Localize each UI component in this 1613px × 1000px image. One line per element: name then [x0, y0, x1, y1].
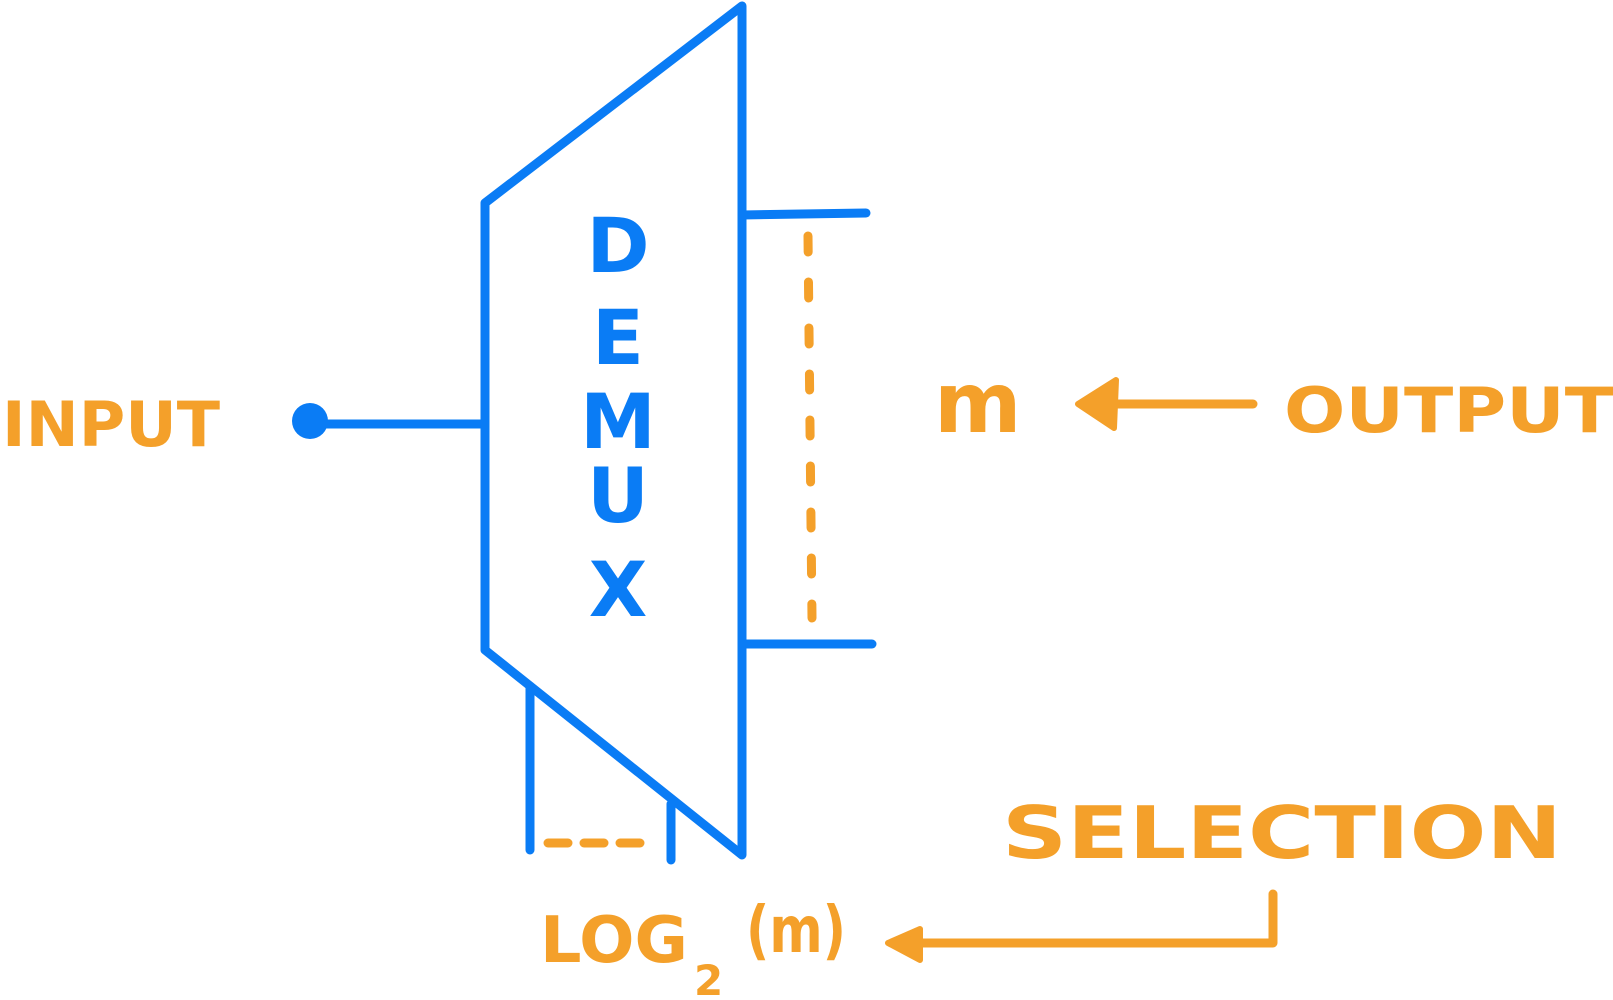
- select-count-label: LOG 2 (m): [540, 894, 846, 1000]
- select-count-prefix: LOG: [540, 904, 688, 978]
- demux-letter-m: M: [580, 377, 656, 466]
- selection-arrow-shaft: [903, 889, 1278, 948]
- input-label: INPUT: [2, 388, 220, 461]
- output-arrow-head: [1075, 377, 1119, 431]
- output-count-label: m: [934, 354, 1022, 452]
- output-line-top: [737, 208, 871, 220]
- demux-letter-x: X: [589, 545, 648, 634]
- select-count-subscript: 2: [694, 956, 723, 1000]
- select-count-arg: (m): [746, 894, 846, 968]
- demux-body: [480, 1, 747, 860]
- demux-letter-d: D: [586, 201, 649, 290]
- output-label: OUTPUT: [1284, 374, 1613, 447]
- output-ellipsis: [803, 231, 817, 623]
- demux-label: D E M U X: [580, 201, 656, 634]
- selection-label: SELECTION: [1002, 791, 1562, 875]
- demux-letter-u: U: [587, 451, 649, 540]
- demux-letter-e: E: [592, 293, 644, 382]
- input-node: [292, 403, 328, 439]
- selection-arrow-head: [885, 926, 923, 963]
